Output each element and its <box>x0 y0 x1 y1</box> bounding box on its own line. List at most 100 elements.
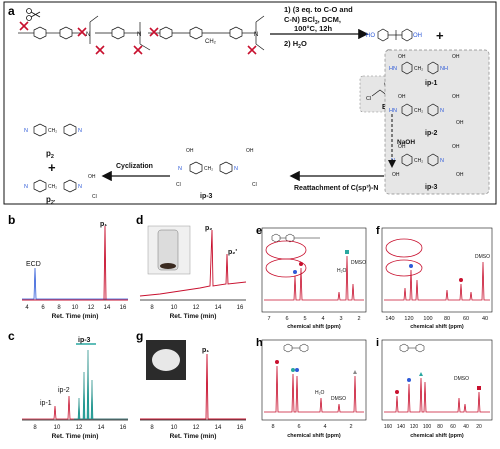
ip-2-structure: HN CH₂ N OH OH OH ip-2 <box>389 94 464 137</box>
svg-text:120: 120 <box>404 316 413 322</box>
svg-text:10: 10 <box>171 305 178 311</box>
svg-text:CH₂: CH₂ <box>48 184 57 190</box>
svg-text:N: N <box>78 128 82 134</box>
p2-structure: N CH₂ N p2 <box>24 123 82 160</box>
svg-text:140: 140 <box>397 424 406 430</box>
svg-text:chemical shift (ppm): chemical shift (ppm) <box>410 324 464 330</box>
structure-inset-e <box>271 233 320 243</box>
svg-text:100: 100 <box>423 424 432 430</box>
svg-text:4: 4 <box>25 305 29 311</box>
peak-markers <box>293 250 349 274</box>
svg-text:120: 120 <box>410 424 419 430</box>
cleavage-marks <box>19 21 257 55</box>
panel-g: g 8 10 12 14 16 Ret. Time (min) p₁ <box>136 329 246 440</box>
svg-text:16: 16 <box>120 425 127 431</box>
structure-inset-i <box>399 343 425 353</box>
svg-text:C-N) BCl3, DCM,: C-N) BCl3, DCM, <box>284 15 341 26</box>
panel-b: b 4 6 8 10 12 14 16 Ret. Time (min) ECD … <box>8 213 128 320</box>
svg-text:Cl: Cl <box>252 182 257 188</box>
panel-a-label: a <box>8 4 15 18</box>
svg-text:N: N <box>86 32 90 38</box>
svg-text:HO: HO <box>366 33 375 39</box>
svg-text:8: 8 <box>57 305 61 311</box>
svg-text:H₂O: H₂O <box>337 268 347 274</box>
svg-text:Ret. Time (min): Ret. Time (min) <box>52 433 99 440</box>
svg-text:10: 10 <box>72 305 79 311</box>
svg-text:8: 8 <box>150 305 154 311</box>
svg-text:p₂': p₂' <box>228 249 237 256</box>
svg-text:16: 16 <box>120 305 127 311</box>
panel-i: i DMSO 160 140 120 100 80 60 40 20 chemi… <box>376 337 493 439</box>
svg-text:N: N <box>254 32 258 38</box>
svg-text:CH₂: CH₂ <box>414 158 423 164</box>
svg-text:4: 4 <box>323 424 326 430</box>
svg-text:16: 16 <box>237 305 244 311</box>
svg-text:CH₂: CH₂ <box>204 166 213 172</box>
panel-h: h H₂O DMSO 8 6 4 2 chemical shift (ppm) <box>256 337 367 439</box>
panel-f-label: f <box>376 225 380 237</box>
svg-text:100°C, 12h: 100°C, 12h <box>294 24 332 33</box>
panel-e: e H₂O DMSO 7 6 5 4 3 2 chemical shift (p… <box>256 225 367 330</box>
reaction-conditions: 1) (3 eq. to C-O and C-N) BCl3, DCM, 100… <box>284 5 353 50</box>
svg-text:3: 3 <box>339 316 342 322</box>
svg-text:20: 20 <box>476 424 482 430</box>
svg-text:p₁: p₁ <box>202 347 209 354</box>
svg-text:ip-2: ip-2 <box>58 387 70 394</box>
svg-text:N: N <box>440 108 444 114</box>
panel-d: d 8 10 12 14 16 Ret. Time (min) p₂ p₂' <box>136 213 247 320</box>
svg-text:p₂: p₂ <box>205 225 212 232</box>
svg-text:8: 8 <box>33 425 37 431</box>
svg-text:2: 2 <box>357 316 360 322</box>
panel-h-label: h <box>256 337 263 349</box>
trace-p1 <box>22 225 128 301</box>
panel-f: f DMSO 140 120 100 80 60 40 chemical shi… <box>376 225 493 330</box>
svg-text:CH₂: CH₂ <box>205 39 217 45</box>
plus-sign: + <box>48 160 56 175</box>
svg-text:N: N <box>24 128 28 134</box>
svg-text:OH: OH <box>456 120 464 126</box>
panel-a: a <box>3 1 497 206</box>
svg-text:14: 14 <box>215 305 222 311</box>
svg-text:Cl: Cl <box>92 194 97 200</box>
svg-text:40: 40 <box>463 424 469 430</box>
svg-text:2) H2O: 2) H2O <box>284 39 307 50</box>
svg-text:N: N <box>178 166 182 172</box>
svg-text:N: N <box>234 166 238 172</box>
vial-photo <box>147 225 191 275</box>
svg-text:chemical shift (ppm): chemical shift (ppm) <box>287 324 341 330</box>
svg-text:OH: OH <box>186 148 194 154</box>
panel-d-label: d <box>136 213 143 227</box>
peak-markers <box>275 360 357 374</box>
trace-ecd <box>22 267 128 300</box>
svg-text:H₂O: H₂O <box>315 390 325 396</box>
svg-text:HN: HN <box>389 108 397 114</box>
svg-text:6: 6 <box>41 305 45 311</box>
svg-text:OH: OH <box>88 174 96 180</box>
peak-markers <box>395 372 481 394</box>
panel-g-label: g <box>136 329 143 343</box>
svg-text:N: N <box>78 184 82 190</box>
naoh-label: NaOH <box>397 139 415 146</box>
svg-text:14: 14 <box>98 425 105 431</box>
svg-text:chemical shift (ppm): chemical shift (ppm) <box>287 433 341 439</box>
scissors-icon <box>26 8 41 21</box>
svg-text:140: 140 <box>385 316 394 322</box>
reattach-label: Reattachment of C(sp³)-N <box>294 185 378 192</box>
svg-text:ip-3: ip-3 <box>425 184 438 191</box>
svg-text:12: 12 <box>76 425 83 431</box>
svg-text:OH: OH <box>398 94 406 100</box>
svg-text:OH: OH <box>413 33 422 39</box>
svg-text:80: 80 <box>437 424 443 430</box>
ip-box: HN CH₂ NH OH OH ip-1 HN CH₂ N OH OH OH i… <box>384 49 490 195</box>
svg-text:CH₂: CH₂ <box>414 66 423 72</box>
svg-text:60: 60 <box>463 316 469 322</box>
svg-text:OH: OH <box>452 54 460 60</box>
svg-text:OH: OH <box>452 94 460 100</box>
svg-text:6: 6 <box>285 316 288 322</box>
cyclization-label: Cyclization <box>116 163 153 170</box>
svg-text:7: 7 <box>267 316 270 322</box>
svg-text:Ret. Time (min): Ret. Time (min) <box>170 433 217 440</box>
svg-text:p2: p2 <box>46 149 54 160</box>
svg-text:DMSO: DMSO <box>351 260 366 266</box>
panel-c-label: c <box>8 329 15 343</box>
